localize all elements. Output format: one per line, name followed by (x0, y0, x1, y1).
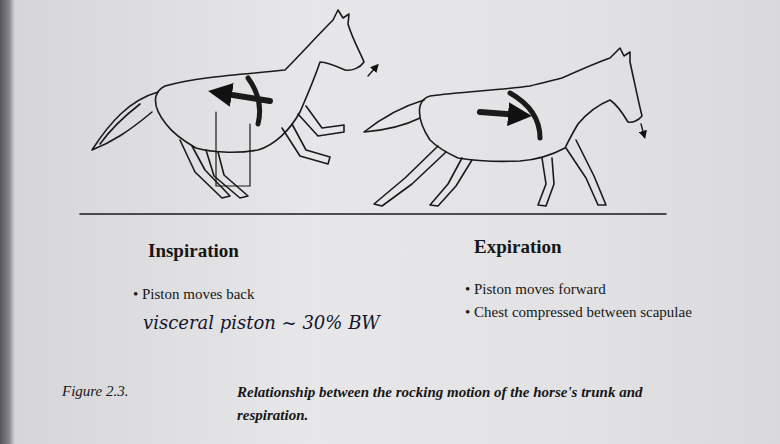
figure-number: Figure 2.3. (62, 381, 129, 401)
leader-line (216, 112, 250, 186)
bullet-point: • Piston moves back (133, 284, 255, 304)
ground-line (80, 213, 666, 215)
horse-fore-leg (298, 106, 344, 136)
piston-arrow (480, 112, 520, 115)
horse-tail-hair (100, 104, 140, 144)
section-heading: Inspiration (148, 238, 239, 263)
horse-fore-leg (566, 140, 606, 205)
bullet-point: • Piston moves forward (465, 279, 606, 299)
horse-fore-leg (282, 124, 330, 164)
horse-hind-leg (206, 150, 248, 198)
horse-hind-leg (374, 146, 446, 206)
figure-caption: Relationship between the rocking motion … (237, 381, 669, 427)
piston-arrow (220, 93, 270, 101)
bullet-point: • Chest compressed between scapulae (465, 301, 716, 323)
horse-fore-leg (538, 158, 554, 206)
horse-tail (92, 92, 158, 150)
handwritten-note: visceral piston ~ 30% BW (143, 311, 380, 334)
breath-arrow (368, 67, 376, 76)
horse-body (419, 48, 642, 161)
breath-arrow (641, 124, 644, 135)
horse-hind-leg (430, 158, 472, 206)
horse-body (155, 10, 364, 152)
section-heading: Expiration (474, 234, 562, 259)
horse-tail (364, 100, 424, 132)
